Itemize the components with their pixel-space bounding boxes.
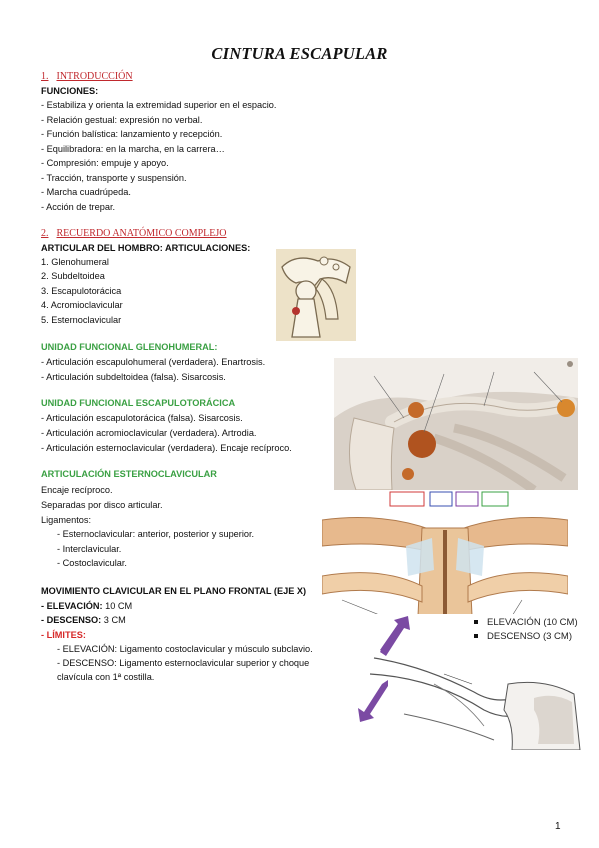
articulacion-item: 5. Esternoclavicular bbox=[41, 315, 122, 325]
section-2-number: 2. bbox=[41, 228, 49, 239]
articulacion-item: 4. Acromioclavicular bbox=[41, 300, 123, 310]
articulaciones-heading: ARTICULAR DEL HOMBRO: ARTICULACIONES: bbox=[41, 243, 251, 253]
legend-descenso-text: DESCENSO (3 CM) bbox=[487, 631, 572, 642]
legend-descenso: DESCENSO (3 CM) bbox=[474, 631, 572, 642]
esternoclavicular-line: Separadas por disco articular. bbox=[41, 500, 163, 510]
shoulder-joints-figure bbox=[276, 249, 356, 341]
section-2-heading: 2. RECUERDO ANATÓMICO COMPLEJO bbox=[41, 228, 227, 239]
page-title: CINTURA ESCAPULAR bbox=[211, 44, 388, 63]
legend-elevacion: ELEVACIÓN (10 CM) bbox=[474, 617, 578, 628]
articulacion-item: 2. Subdeltoidea bbox=[41, 271, 105, 281]
descenso-line: - DESCENSO: 3 CM bbox=[41, 614, 126, 626]
elevacion-line: - ELEVACIÓN: 10 CM bbox=[41, 600, 132, 612]
section-1-title: INTRODUCCIÓN bbox=[56, 71, 133, 82]
legend-bullet bbox=[474, 620, 478, 625]
esternoclavicular-line: Ligamentos: bbox=[41, 515, 92, 525]
ligamento-item: - Interclavicular. bbox=[57, 544, 122, 554]
legend-bullet bbox=[474, 634, 478, 639]
section-1-number: 1. bbox=[41, 71, 49, 82]
funcion-item: - Marcha cuadrúpeda. bbox=[41, 187, 131, 197]
glenohumeral-item: - Articulación subdeltoidea (falsa). Sis… bbox=[41, 372, 226, 382]
shoulder-anatomy-figure bbox=[334, 358, 578, 490]
descenso-label: - DESCENSO: bbox=[41, 615, 102, 625]
movimiento-heading: MOVIMIENTO CLAVICULAR EN EL PLANO FRONTA… bbox=[41, 586, 307, 596]
legend-elevacion-text: ELEVACIÓN (10 CM) bbox=[487, 617, 578, 628]
funciones-heading: FUNCIONES: bbox=[41, 86, 99, 96]
funcion-item: - Relación gestual: expresión no verbal. bbox=[41, 115, 203, 125]
descenso-value: 3 CM bbox=[101, 615, 126, 625]
funcion-item: - Compresión: empuje y apoyo. bbox=[41, 158, 169, 168]
articulacion-item: 3. Escapulotorácica bbox=[41, 286, 122, 296]
section-1-heading: 1. INTRODUCCIÓN bbox=[41, 71, 133, 82]
ligamento-item: - Costoclavicular. bbox=[57, 558, 127, 568]
funcion-item: - Función balística: lanzamiento y recep… bbox=[41, 129, 223, 139]
elevacion-label: - ELEVACIÓN: bbox=[41, 601, 103, 611]
funcion-item: - Estabiliza y orienta la extremidad sup… bbox=[41, 100, 277, 110]
esternoclavicular-line: Encaje recíproco. bbox=[41, 485, 113, 495]
articulacion-item: 1. Glenohumeral bbox=[41, 257, 109, 267]
funcion-item: - Tracción, transporte y suspensión. bbox=[41, 173, 187, 183]
glenohumeral-item: - Articulación escapulohumeral (verdader… bbox=[41, 357, 266, 367]
limite-elevacion: - ELEVACIÓN: Ligamento costoclavicular y… bbox=[57, 644, 313, 654]
esternoclavicular-heading: ARTICULACIÓN ESTERNOCLAVICULAR bbox=[41, 469, 217, 479]
funcion-item: - Equilibradora: en la marcha, en la car… bbox=[41, 144, 225, 154]
elevacion-value: 10 CM bbox=[102, 601, 133, 611]
clavicle-movement-figure bbox=[344, 614, 588, 750]
escapulotoracica-heading: UNIDAD FUNCIONAL ESCAPULOTORÁCICA bbox=[41, 398, 236, 408]
escapulotoracica-item: - Articulación acromioclavicular (verdad… bbox=[41, 428, 257, 438]
page-number: 1 bbox=[555, 821, 561, 832]
glenohumeral-heading: UNIDAD FUNCIONAL GLENOHUMERAL: bbox=[41, 342, 218, 352]
escapulotoracica-item: - Articulación esternoclavicular (verdad… bbox=[41, 443, 292, 453]
escapulotoracica-item: - Articulación escapulotorácica (falsa).… bbox=[41, 413, 243, 423]
limites-label: - LÍMITES: bbox=[41, 630, 86, 640]
funcion-item: - Acción de trepar. bbox=[41, 202, 116, 212]
limite-descenso: - DESCENSO: Ligamento esternoclavicular … bbox=[57, 658, 310, 682]
ligamento-item: - Esternoclavicular: anterior, posterior… bbox=[57, 529, 255, 539]
section-2-title: RECUERDO ANATÓMICO COMPLEJO bbox=[56, 228, 227, 239]
sternoclavicular-figure bbox=[322, 490, 568, 616]
